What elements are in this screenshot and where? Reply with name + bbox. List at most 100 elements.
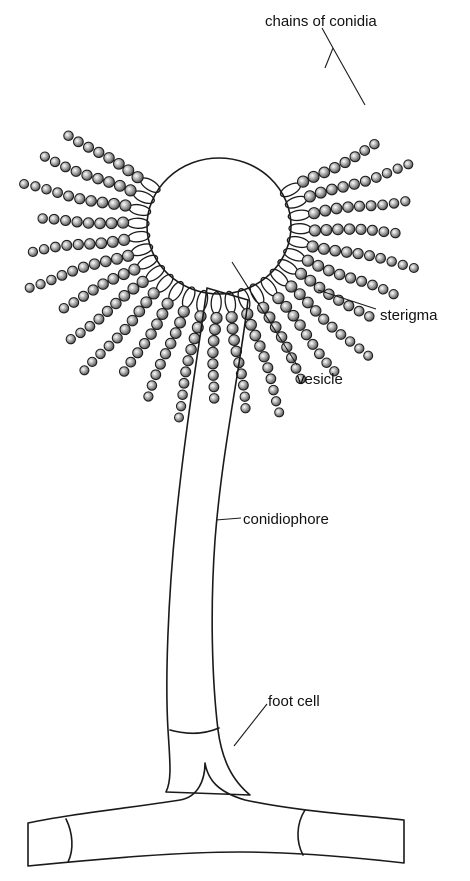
conidium	[302, 255, 313, 266]
conidium	[53, 188, 63, 198]
conidium	[181, 367, 191, 377]
conidium	[137, 276, 148, 287]
conidium	[250, 330, 261, 341]
conidium	[119, 234, 130, 245]
conidium	[327, 184, 338, 195]
conidium	[360, 146, 370, 156]
conidium	[365, 312, 375, 322]
conidium	[323, 265, 334, 276]
conidium	[354, 306, 364, 316]
conidium	[36, 280, 45, 289]
conidium	[318, 243, 329, 254]
conidium	[208, 347, 218, 357]
conidium	[344, 301, 354, 311]
conidium	[112, 333, 122, 343]
conidium	[178, 390, 188, 400]
conidium	[389, 290, 398, 299]
conidium	[175, 317, 186, 328]
hypha-septum-right	[298, 810, 305, 855]
conidia-chains	[20, 131, 419, 422]
conidium	[315, 187, 326, 198]
leader-conidiophore	[216, 518, 241, 520]
conidium	[211, 312, 222, 323]
conidium	[178, 306, 189, 317]
conidium	[208, 359, 218, 369]
conidium	[389, 199, 399, 209]
conidium	[118, 269, 129, 280]
conidium	[266, 374, 276, 384]
conidium	[88, 285, 98, 295]
conidium	[246, 319, 257, 330]
conidium	[354, 201, 364, 211]
conidium	[126, 357, 136, 367]
conidium	[179, 378, 189, 388]
conidium	[298, 176, 309, 187]
conidium	[57, 271, 67, 281]
conidium	[343, 202, 353, 212]
conidium	[303, 297, 314, 308]
conidium	[104, 153, 114, 163]
conidium	[94, 314, 104, 324]
conidium	[226, 312, 237, 323]
conidium	[379, 227, 389, 237]
conidium	[344, 224, 354, 234]
conidium	[304, 191, 315, 202]
conidium	[151, 370, 161, 380]
conidium	[186, 344, 196, 354]
conidium	[38, 214, 48, 224]
conidium	[123, 165, 134, 176]
conidium	[96, 238, 107, 249]
conidium	[271, 397, 280, 406]
conidium	[39, 245, 49, 255]
conidium	[259, 352, 269, 362]
conidium	[313, 260, 324, 271]
conidium	[336, 330, 346, 340]
conidium	[263, 363, 273, 373]
conidium	[141, 297, 152, 308]
conidium	[102, 306, 112, 316]
conidium	[106, 218, 117, 229]
conidium	[210, 324, 221, 335]
conidium	[72, 217, 82, 227]
conidium	[174, 413, 183, 422]
conidium	[309, 225, 320, 236]
conidium	[355, 344, 364, 353]
conidium	[356, 224, 366, 234]
conidium	[82, 170, 92, 180]
foot-cell-septum	[170, 728, 219, 733]
conidium	[353, 248, 363, 258]
conidium	[50, 157, 60, 167]
conidium	[155, 359, 165, 369]
sterigma	[211, 292, 222, 314]
label-foot-cell: foot cell	[268, 693, 320, 710]
conidium	[330, 162, 340, 172]
conidia-chain	[286, 235, 418, 273]
conidium	[365, 251, 375, 261]
conidium	[367, 225, 377, 235]
conidium	[152, 319, 163, 330]
conidium	[341, 247, 351, 257]
conidium	[119, 367, 129, 377]
conidium	[229, 335, 240, 346]
conidium	[370, 139, 380, 149]
conidium	[84, 142, 94, 152]
conidium	[83, 218, 93, 228]
hypha-septum-left	[66, 819, 72, 862]
conidium	[129, 264, 140, 275]
conidium	[74, 137, 84, 147]
conidium	[68, 266, 78, 276]
conidium	[308, 339, 318, 349]
conidium	[133, 348, 143, 358]
conidium	[309, 208, 320, 219]
conidium	[360, 176, 370, 186]
conidium	[310, 306, 320, 316]
conidium	[357, 276, 367, 286]
conidium	[255, 341, 265, 351]
conidium	[98, 279, 108, 289]
conidium	[118, 217, 129, 228]
leader-foot-cell	[234, 704, 267, 746]
conidium	[134, 306, 145, 317]
conidium	[104, 177, 115, 188]
conidium	[93, 173, 103, 183]
